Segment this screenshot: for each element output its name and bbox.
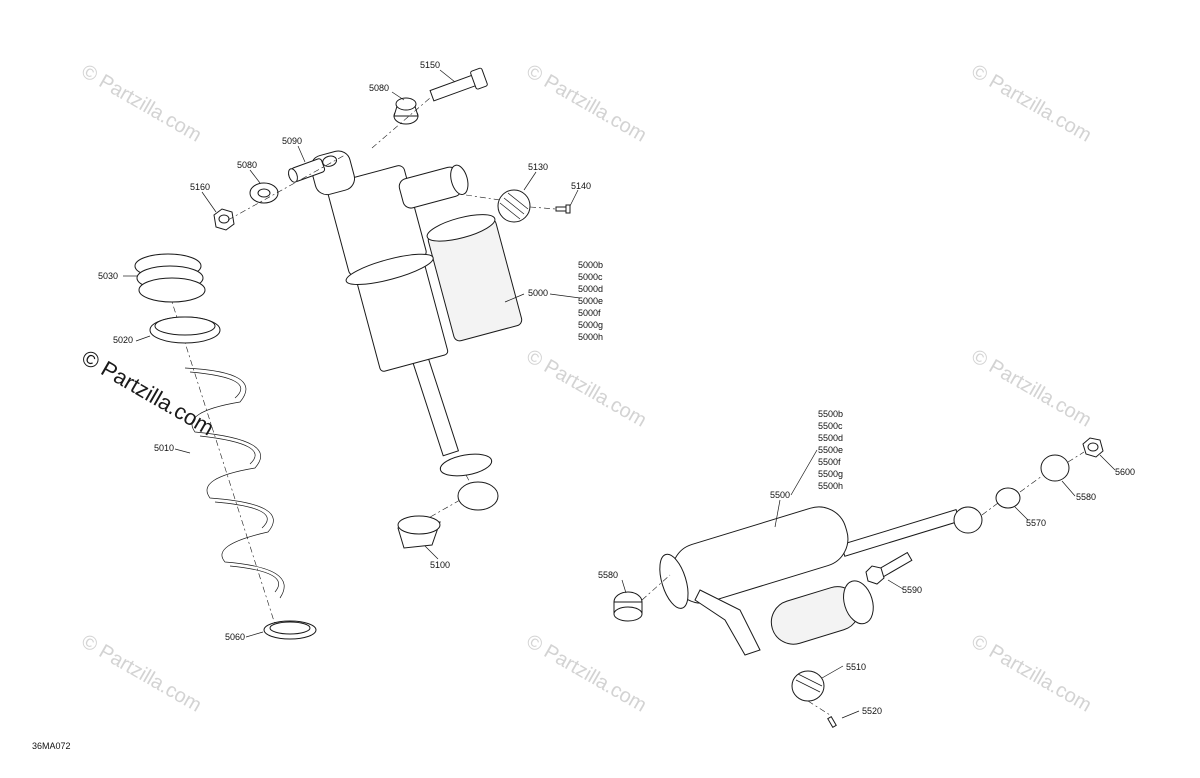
- variant-5000: 5000g: [578, 320, 603, 330]
- variant-5000: 5000e: [578, 296, 603, 306]
- callout-5080-top: 5080: [369, 83, 389, 93]
- callout-5130: 5130: [528, 162, 548, 172]
- variants-5000-list: 5000b 5000c 5000d 5000e 5000f 5000g 5000…: [578, 260, 603, 342]
- variant-5500: 5500g: [818, 469, 843, 479]
- spring-5030-top-coil: [134, 253, 206, 303]
- hardware-5130-knob: [497, 189, 531, 223]
- variant-5000: 5000f: [578, 308, 601, 318]
- spring-5060-clip: [263, 620, 317, 640]
- variants-5500-list: 5500b 5500c 5500d 5500e 5500f 5500g 5500…: [818, 409, 843, 491]
- variant-5500: 5500d: [818, 433, 843, 443]
- hardware-5090-sleeve: [288, 158, 326, 183]
- watermark-layer: © Partzilla.com © Partzilla.com © Partzi…: [78, 60, 1096, 716]
- callout-5150: 5150: [420, 60, 440, 70]
- watermark-text: © Partzilla.com: [968, 630, 1096, 716]
- hardware-5580-bushing-right: [1040, 454, 1070, 482]
- watermark-bold-text: © Partzilla.com: [78, 345, 219, 441]
- callout-5580-right: 5580: [1076, 492, 1096, 502]
- callout-5580-left: 5580: [598, 570, 618, 580]
- shock-5000-illustration: [310, 150, 523, 477]
- watermark-text: © Partzilla.com: [523, 60, 651, 146]
- variant-5000: 5000h: [578, 332, 603, 342]
- variant-5500: 5500e: [818, 445, 843, 455]
- shock-5500-illustration: [659, 506, 983, 656]
- callout-5010: 5010: [154, 443, 174, 453]
- variant-5500: 5500c: [818, 421, 843, 431]
- hardware-5080-bushing-top: [393, 97, 419, 125]
- callout-5590: 5590: [902, 585, 922, 595]
- leader-lines: [123, 69, 1116, 719]
- callout-5600: 5600: [1115, 467, 1135, 477]
- hardware-5160-nut: [213, 208, 235, 231]
- spring-5010-main: [184, 367, 285, 599]
- watermark-text: © Partzilla.com: [523, 345, 651, 431]
- callout-5020: 5020: [113, 335, 133, 345]
- watermark-text: © Partzilla.com: [78, 60, 206, 146]
- variant-5500: 5500b: [818, 409, 843, 419]
- callout-5140: 5140: [571, 181, 591, 191]
- variant-5000: 5000d: [578, 284, 603, 294]
- callout-5570: 5570: [1026, 518, 1046, 528]
- watermark-text: © Partzilla.com: [968, 60, 1096, 146]
- callout-5080-left: 5080: [237, 160, 257, 170]
- variant-5500: 5500f: [818, 457, 841, 467]
- spring-5020-seat: [149, 316, 221, 344]
- hardware-5080-bushing-left: [249, 182, 279, 204]
- callout-5060: 5060: [225, 632, 245, 642]
- callout-5000: 5000: [528, 288, 548, 298]
- hardware-5570-bushing: [995, 487, 1021, 509]
- callout-5510: 5510: [846, 662, 866, 672]
- hardware-5510-knob: [791, 670, 825, 702]
- hardware-5150-bolt: [429, 67, 488, 102]
- hardware-5580-bushing-left: [613, 591, 643, 622]
- hardware-5100-bushing: [397, 481, 499, 549]
- callout-5520: 5520: [862, 706, 882, 716]
- hardware-5590-bolt: [865, 551, 913, 585]
- variant-5000: 5000b: [578, 260, 603, 270]
- variant-5500: 5500h: [818, 481, 843, 491]
- callout-5100: 5100: [430, 560, 450, 570]
- callout-5090: 5090: [282, 136, 302, 146]
- hardware-5140-screw: [555, 204, 571, 214]
- watermark-text: © Partzilla.com: [78, 630, 206, 716]
- hardware-5600-nut: [1082, 437, 1104, 458]
- callout-5160: 5160: [190, 182, 210, 192]
- callout-5500: 5500: [770, 490, 790, 500]
- variant-5000: 5000c: [578, 272, 603, 282]
- callout-5030: 5030: [98, 271, 118, 281]
- hardware-5520-screw: [827, 715, 837, 729]
- callout-labels: 5150 5080 5090 5080 5160 5130 5140 5030 …: [98, 60, 1135, 716]
- watermark-text: © Partzilla.com: [968, 345, 1096, 431]
- diagram-code: 36MA072: [32, 741, 71, 751]
- watermark-text: © Partzilla.com: [523, 630, 651, 716]
